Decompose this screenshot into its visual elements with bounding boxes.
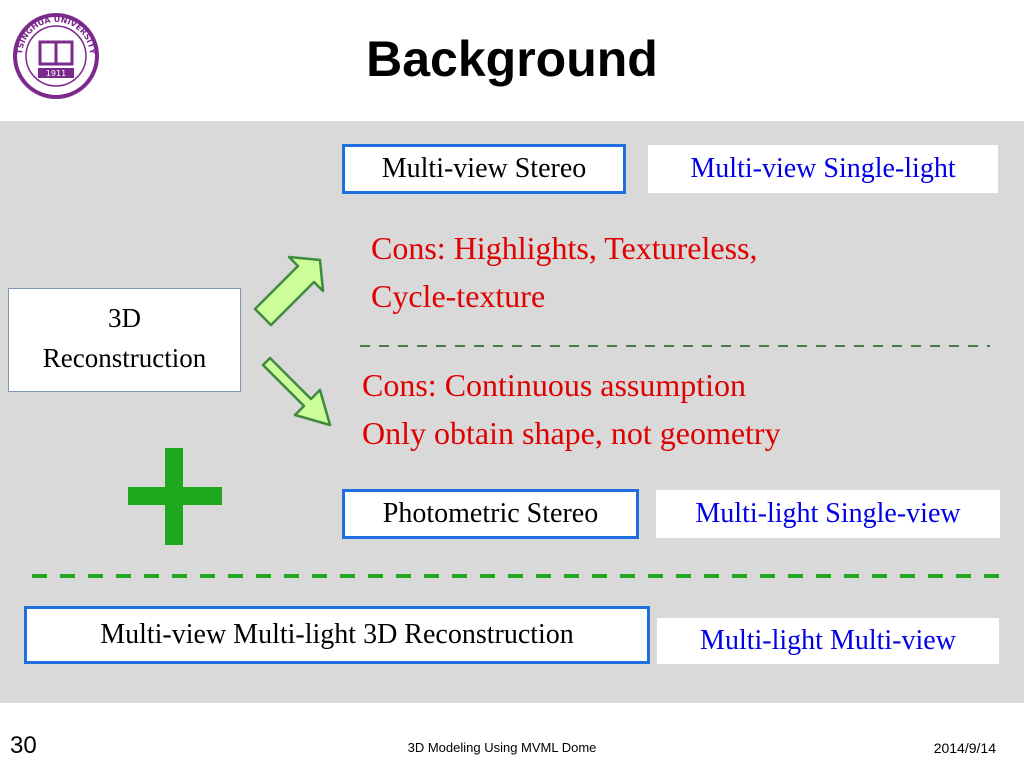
ps-tag: Multi-light Single-view: [656, 490, 1000, 538]
logo-year: 1911: [46, 69, 66, 78]
slide-title: Background: [366, 31, 658, 87]
footer-title: 3D Modeling Using MVML Dome: [407, 740, 597, 755]
ps-cons-line-1: Cons: Continuous assumption: [362, 367, 747, 403]
mvs-cons-line-1: Cons: Highlights, Textureless,: [371, 230, 758, 266]
plus-icon-horizontal: [128, 487, 222, 505]
ps-box: Photometric Stereo: [342, 489, 639, 539]
university-logo: TSINGHUA UNIVERSITY 1911: [13, 13, 99, 99]
arrow-up-right-icon: [253, 255, 325, 327]
mvs-box: Multi-view Stereo: [342, 144, 626, 194]
source-box: 3D Reconstruction: [8, 288, 241, 392]
mvml-tag: Multi-light Multi-view: [657, 618, 999, 664]
page-number: 30: [10, 732, 37, 759]
source-box-line-1: 3D: [108, 303, 141, 333]
mvml-box: Multi-view Multi-light 3D Reconstruction: [24, 606, 650, 664]
ps-cons-line-2: Only obtain shape, not geometry: [362, 415, 781, 451]
arrow-down-right-icon: [261, 356, 332, 427]
mvs-cons: Cons: Highlights, Textureless, Cycle-tex…: [371, 224, 758, 320]
footer-date: 2014/9/14: [933, 740, 996, 756]
mvs-tag: Multi-view Single-light: [648, 145, 998, 193]
mvs-cons-line-2: Cycle-texture: [371, 278, 546, 314]
source-box-line-2: Reconstruction: [42, 343, 207, 373]
ps-cons: Cons: Continuous assumption Only obtain …: [362, 361, 781, 457]
